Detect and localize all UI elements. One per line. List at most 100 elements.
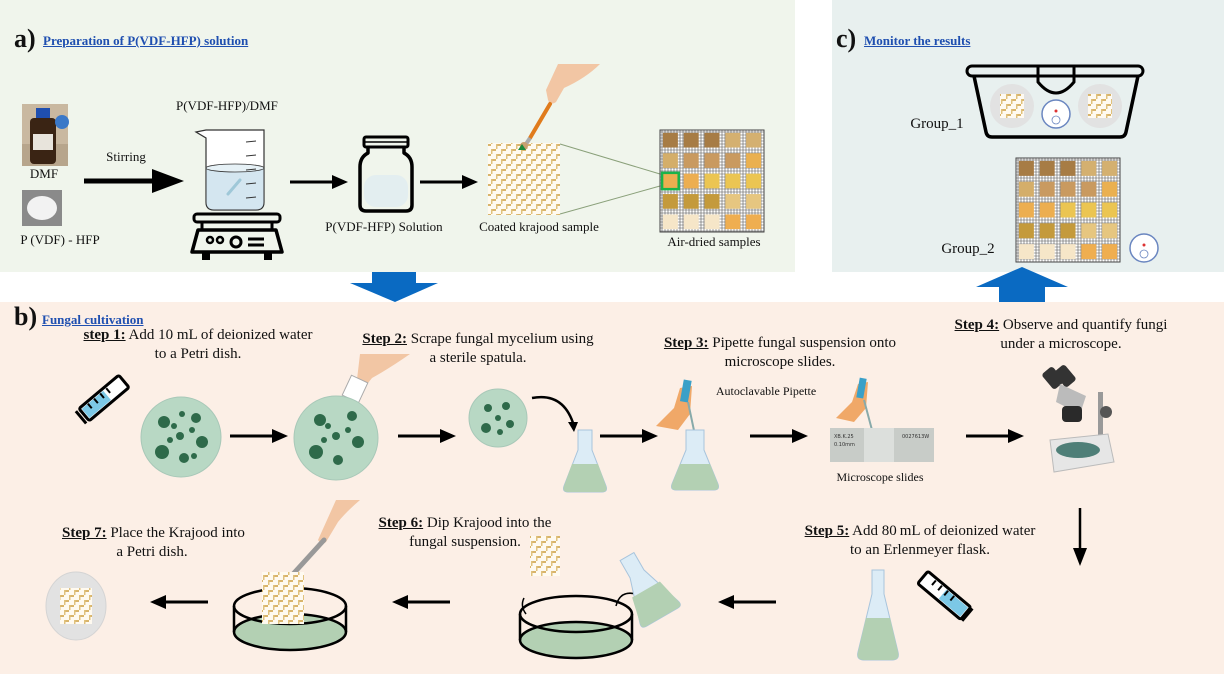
sample-square [1102, 244, 1118, 260]
pipette-label: Autoclavable Pipette [715, 384, 817, 398]
sample-square [1018, 223, 1034, 239]
svg-text:0.10mm: 0.10mm [834, 442, 855, 448]
sample-square [1081, 223, 1097, 239]
step-4-text: Step 4: Observe and quantify fungi under… [954, 317, 1168, 352]
step-3-text: Step 3: Pipette fungal suspension onto m… [663, 335, 897, 370]
step-2-number: Step 2: [362, 331, 407, 347]
sample-square [725, 214, 741, 230]
microscope-icon [1042, 365, 1115, 473]
sample-square [1081, 244, 1097, 260]
dmf-bottle-image [22, 104, 69, 166]
stirring-arrow-icon [84, 169, 184, 193]
sample-square [662, 132, 678, 148]
flow-arrow-icon [398, 429, 456, 443]
panel-b-cultivation: b) Fungal cultivation step 1: Add 10 mL … [0, 302, 1224, 674]
sample-square [683, 132, 699, 148]
sample-square [746, 173, 762, 189]
sample-square [1102, 181, 1118, 197]
coated-krajood-image [488, 64, 600, 215]
polymer-powder-image [22, 190, 62, 226]
highlighted-sample [660, 171, 680, 191]
panel-b-letter: b) [14, 302, 38, 331]
petri-dish-scraping-icon [293, 354, 410, 481]
flow-arrow-icon [420, 175, 478, 189]
flow-arrow-icon [750, 429, 808, 443]
step-3-number: Step 3: [663, 335, 709, 351]
beaker-on-stirrer-icon [190, 129, 284, 260]
flow-arrow-up-icon [976, 267, 1068, 303]
slides-label: Microscope slides [836, 470, 924, 484]
panel-a-preparation: a) Preparation of P(VDF-HFP) solution DM… [0, 0, 795, 272]
dmf-label: DMF [29, 166, 59, 181]
sample-square [662, 153, 678, 168]
panel-c-title[interactable]: Monitor the results [864, 33, 971, 48]
step-1-number: step 1: [83, 327, 126, 343]
petri-dish-fungi-icon [140, 396, 222, 478]
sample-square [746, 153, 762, 168]
sample-square [662, 194, 678, 209]
sample-square [1039, 244, 1055, 260]
erlenmeyer-flask-icon [857, 569, 899, 661]
panel-c-letter: c) [836, 24, 857, 53]
group1-label: Group_1 [910, 116, 964, 132]
panel-a-title[interactable]: Preparation of P(VDF-HFP) solution [43, 33, 249, 48]
pipette-onto-slide-icon: XB.K.25 0.10mm 0027613W [830, 377, 934, 462]
sample-square [746, 132, 762, 148]
fungi-to-flask-icon [468, 388, 607, 493]
sample-square [725, 132, 741, 148]
sample-square [1081, 202, 1097, 218]
sample-square [1102, 223, 1118, 239]
panel-b-title[interactable]: Fungal cultivation [42, 312, 144, 327]
flow-arrow-left-icon [392, 595, 450, 609]
sample-square [746, 194, 762, 209]
step-7-text: Step 7: Place the Krajood into a Petri d… [62, 525, 245, 560]
sample-square [704, 173, 720, 189]
sample-square [1039, 223, 1055, 239]
sample-square [1081, 181, 1097, 197]
sample-square [1081, 160, 1097, 176]
step-5-number: Step 5: [804, 523, 850, 539]
sample-square [704, 214, 720, 230]
mixture-label: P(VDF-HFP)/DMF [176, 98, 278, 113]
step-6-number: Step 6: [378, 515, 424, 531]
krajood-dipping-icon [232, 500, 360, 652]
zoom-connector-lines [559, 143, 661, 215]
sample-square [1018, 202, 1034, 218]
sample-square [725, 173, 741, 189]
sample-square [725, 194, 741, 209]
sample-square [1060, 244, 1076, 260]
panel-a-letter: a) [14, 24, 36, 53]
sample-square [725, 153, 741, 168]
flow-arrow-icon [966, 429, 1024, 443]
solution-jar-icon [358, 135, 414, 213]
sample-square [662, 214, 678, 230]
coated-label: Coated krajood sample [479, 219, 599, 234]
sample-square [1039, 181, 1055, 197]
flow-arrow-left-icon [150, 595, 208, 609]
solution-label: P(VDF-HFP) Solution [325, 219, 443, 234]
incubation-container-icon [965, 64, 1145, 139]
sample-square [1018, 244, 1034, 260]
air-dried-label: Air-dried samples [667, 234, 761, 249]
petri-dish-krajood-icon [45, 571, 107, 641]
step-6-text: Step 6: Dip Krajood into the fungal susp… [378, 515, 552, 550]
sample-square [683, 173, 699, 189]
step-1-text: step 1: Add 10 mL of deionized water to … [83, 327, 313, 362]
graduated-cylinder-icon [916, 570, 974, 622]
step-5-text: Step 5: Add 80 mL of deionized water to … [804, 523, 1036, 558]
sample-square [683, 194, 699, 209]
svg-text:XB.K.25: XB.K.25 [834, 434, 854, 440]
flow-arrow-left-icon [718, 595, 776, 609]
sample-square [1060, 160, 1076, 176]
sample-square [683, 153, 699, 168]
sample-square [746, 214, 762, 230]
flow-arrow-icon [600, 429, 658, 443]
svg-text:0027613W: 0027613W [902, 434, 929, 440]
sample-square [1060, 223, 1076, 239]
sample-square [1039, 160, 1055, 176]
group2-sample-grid [1015, 157, 1121, 263]
sample-square [1060, 202, 1076, 218]
step-7-number: Step 7: [62, 525, 107, 541]
stirring-label: Stirring [106, 149, 146, 164]
step-4-number: Step 4: [954, 317, 1000, 333]
